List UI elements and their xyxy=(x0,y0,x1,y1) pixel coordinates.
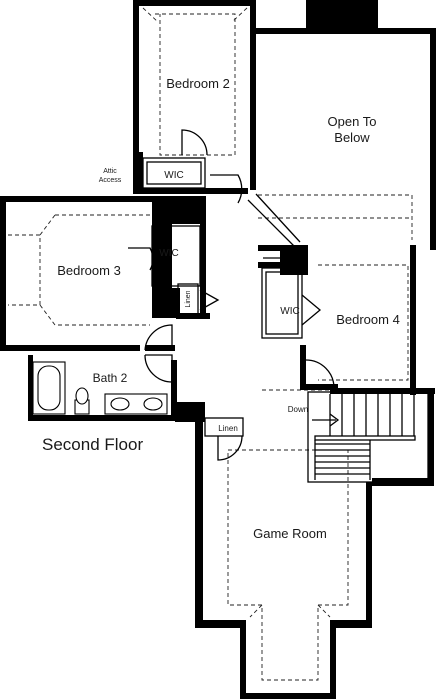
door-linen-hall xyxy=(199,289,220,311)
doors xyxy=(128,129,335,461)
attic-access-label-2: Access xyxy=(99,177,122,184)
open-to-below-label: Open To xyxy=(328,114,377,129)
wic-bed3-label: WIC xyxy=(159,248,178,259)
attic-access-label: Attic xyxy=(103,168,117,175)
open-to-below-label-2: Below xyxy=(334,130,370,145)
wic-bed4-label: WIC xyxy=(280,306,299,317)
ceiling-lines xyxy=(8,7,413,681)
linen-hall-label: Linen xyxy=(185,290,192,307)
door-bed2 xyxy=(181,129,208,156)
bedroom3-label: Bedroom 3 xyxy=(57,263,121,278)
door-bath2 xyxy=(144,354,173,383)
bedroom2-label: Bedroom 2 xyxy=(166,76,230,91)
door-linen-game xyxy=(217,435,243,461)
game-room-label: Game Room xyxy=(253,526,327,541)
bedroom4-label: Bedroom 4 xyxy=(336,312,400,327)
wic-bed2-label: WIC xyxy=(164,170,183,181)
stair-treads xyxy=(314,394,416,480)
thin-lines xyxy=(32,157,429,483)
door-bed4-hall xyxy=(305,359,335,389)
door-bed3 xyxy=(144,324,173,351)
door-wic4 xyxy=(301,294,322,326)
labels: Bedroom 2 Open To Below WIC Attic Access… xyxy=(42,76,400,541)
door-wic3 xyxy=(128,247,154,271)
down-label: Down xyxy=(288,405,308,414)
bath2-label: Bath 2 xyxy=(93,371,128,385)
floor-title: Second Floor xyxy=(42,435,143,454)
door-hall-top xyxy=(210,174,243,204)
linen-game-label: Linen xyxy=(218,424,238,433)
